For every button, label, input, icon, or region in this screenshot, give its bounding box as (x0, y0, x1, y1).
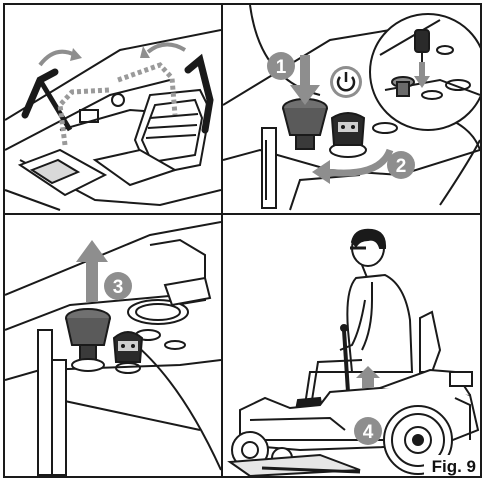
step-badge-2: 2 (387, 151, 415, 179)
power-icon (330, 66, 362, 98)
step-badge-2-label: 2 (396, 156, 407, 177)
step-badge-4: 4 (354, 417, 382, 445)
step-badge-3: 3 (104, 272, 132, 300)
curved-arrow-icon (148, 44, 185, 52)
step-badge-3-label: 3 (113, 277, 124, 298)
panel-pto-and-key (223, 5, 485, 210)
step-badge-1-label: 1 (276, 57, 287, 78)
panel-pull-knob (5, 222, 221, 475)
panel-operator-mower (230, 230, 478, 476)
up-arrow-icon (76, 240, 108, 302)
step-badge-4-label: 4 (363, 422, 374, 443)
curved-arrow-icon (40, 52, 75, 65)
figure-caption: Fig. 9 (432, 457, 476, 476)
panel-lap-bars (5, 30, 221, 210)
step-badge-1: 1 (267, 52, 295, 80)
